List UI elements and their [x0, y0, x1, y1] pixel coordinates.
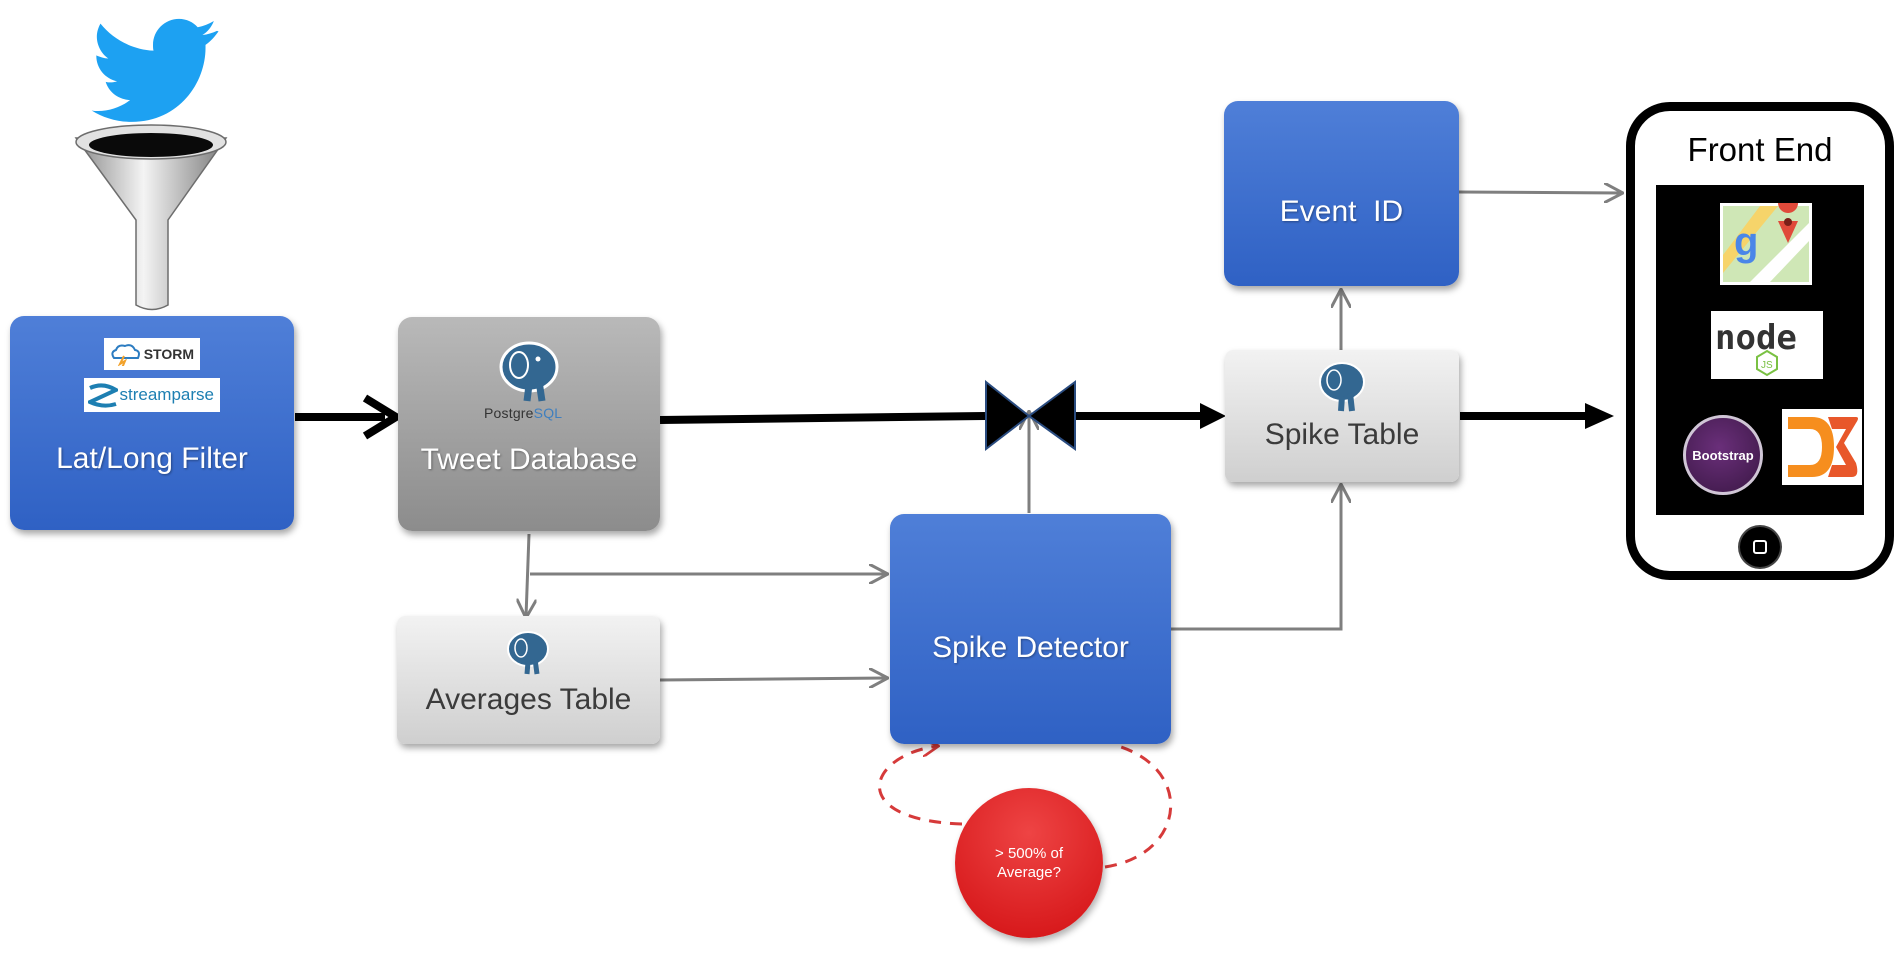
phone-screen: g node JS Bootstrap [1656, 185, 1864, 515]
postgresql-wordmark: PostgreSQL [484, 405, 562, 421]
twitter-bird-icon [91, 18, 219, 122]
spike-detector-label: Spike Detector [932, 631, 1129, 664]
postgresql-elephant-icon [499, 341, 559, 402]
latlong-filter-label: Lat/Long Filter [56, 442, 248, 475]
threshold-text-line1: > 500% of [995, 844, 1063, 862]
smartphone-icon: Front End g node JS Bootst [1626, 102, 1894, 580]
threshold-loop-right [1104, 744, 1173, 869]
funnel-icon [74, 124, 228, 311]
threshold-check-node: > 500% of Average? [955, 788, 1103, 938]
home-button [1740, 527, 1780, 567]
threshold-loop-left [878, 746, 963, 826]
tweet-database-node: PostgreSQL Tweet Database [398, 317, 660, 531]
spike-table-node: Spike Table [1225, 350, 1459, 482]
latlong-filter-node: STORM streamparse Lat/Long Filter [10, 316, 294, 530]
averages-table-label: Averages Table [425, 683, 632, 716]
event-id-label: Event ID [1279, 195, 1404, 228]
spike-table-label: Spike Table [1264, 418, 1420, 451]
home-button-square [1753, 540, 1767, 554]
front-end-label: Front End [1687, 131, 1833, 168]
arrow-event-id-to-frontend [1458, 192, 1622, 193]
arrow-detector-to-spike-table [1171, 485, 1341, 631]
storm-logo: STORM [104, 338, 200, 370]
google-g-glyph: g [1734, 220, 1758, 264]
nodejs-js-mark: JS [1761, 360, 1773, 371]
postgresql-wordmark-suffix: SQL [533, 405, 563, 421]
averages-table-node: Averages Table [397, 616, 660, 744]
arrow-averages-to-detector [659, 678, 887, 680]
arrowhead-spike-table-to-frontend [1585, 403, 1614, 429]
spike-detector-node: Spike Detector [890, 514, 1171, 744]
postgresql-elephant-icon [1319, 362, 1365, 412]
streamparse-logo: streamparse [84, 378, 220, 412]
postgresql-wordmark-prefix: Postgre [484, 405, 534, 421]
nodejs-wordmark: node [1715, 318, 1797, 358]
google-maps-icon: g [1720, 203, 1812, 285]
bootstrap-logo: Bootstrap [1683, 415, 1763, 495]
tweet-database-label: Tweet Database [420, 443, 638, 476]
postgresql-elephant-icon [507, 631, 549, 675]
bowtie-valve-icon [985, 379, 1076, 452]
arrow-db-to-averages [526, 533, 529, 617]
line-db-to-valve [659, 412, 986, 424]
storm-cloud-icon [111, 344, 140, 366]
bootstrap-logo-text: Bootstrap [1692, 447, 1754, 463]
storm-logo-text: STORM [143, 346, 194, 362]
d3-logo [1782, 409, 1862, 485]
arrowhead-valve-to-spike-table [1200, 403, 1226, 429]
event-id-node: Event ID [1224, 101, 1459, 286]
nodejs-logo: node JS [1711, 311, 1823, 379]
streamparse-logo-text: streamparse [119, 385, 214, 404]
arrowhead-filter-to-db [362, 394, 404, 440]
streamparse-mark-icon [88, 383, 118, 408]
threshold-text-line2: Average? [997, 864, 1061, 881]
